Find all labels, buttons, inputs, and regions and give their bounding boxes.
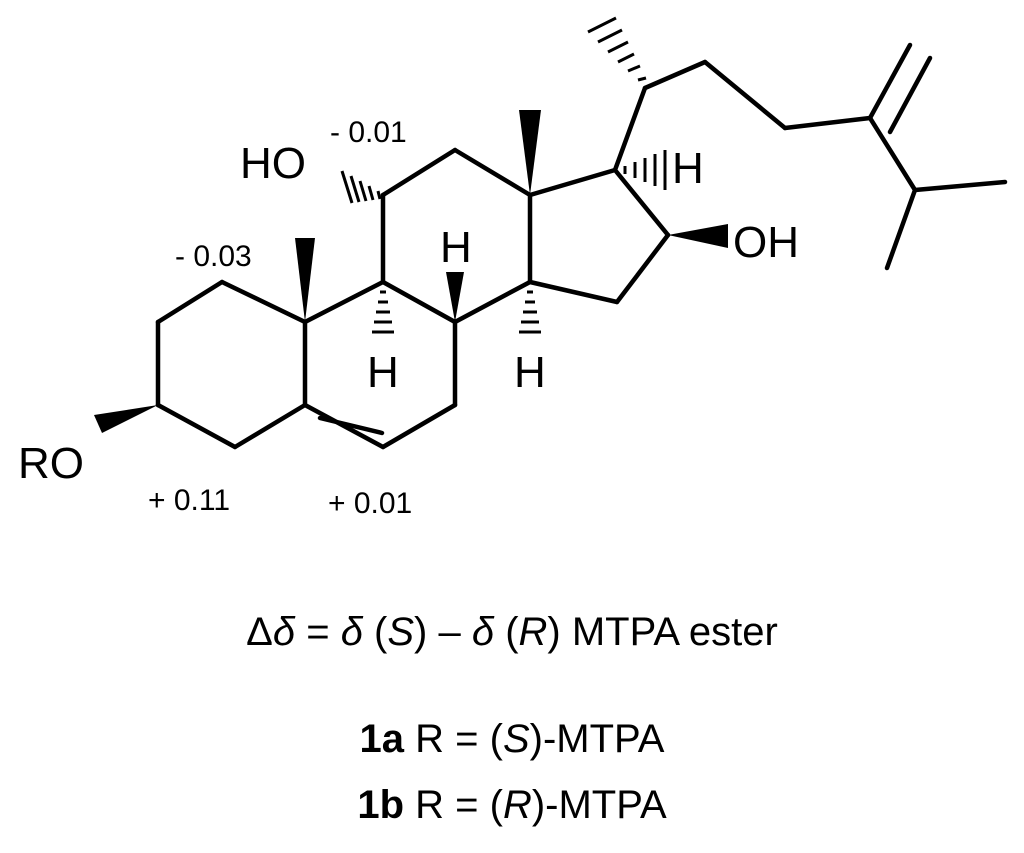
delta-definition-equation: Δδ = δ (S) – δ (R) MTPA ester bbox=[246, 610, 778, 654]
delta-values: - 0.01 - 0.03 + 0.11 + 0.01 bbox=[148, 116, 412, 520]
delta-italic-2: δ bbox=[341, 610, 364, 654]
config-r: R bbox=[519, 610, 548, 654]
atom-label-ho-11: HO bbox=[240, 139, 306, 188]
equation-tail: MTPA ester bbox=[561, 610, 778, 654]
compound-1b-id: 1b bbox=[357, 783, 404, 827]
compound-1b-label: 1b R = (R)-MTPA bbox=[357, 783, 667, 827]
hashed-bonds bbox=[340, 16, 667, 334]
close-paren-2: ) bbox=[547, 610, 560, 654]
atom-label-h-14: H bbox=[514, 348, 546, 397]
skeleton-bonds bbox=[155, 42, 1008, 450]
wedge-bonds bbox=[94, 110, 728, 433]
atom-label-h-9: H bbox=[367, 348, 399, 397]
compound-1a-suffix: )-MTPA bbox=[530, 717, 665, 761]
delta-label-c6: + 0.01 bbox=[328, 487, 412, 520]
atom-labels: HO OH RO H H H H bbox=[18, 139, 799, 488]
delta-italic-1: δ bbox=[273, 610, 296, 654]
compound-1a-prefix: R = ( bbox=[404, 717, 504, 761]
config-s: S bbox=[387, 610, 414, 654]
compound-1b-config: R bbox=[503, 783, 532, 827]
delta-label-c11: - 0.01 bbox=[330, 116, 407, 149]
open-paren-2: ( bbox=[494, 610, 519, 654]
atom-label-h-8: H bbox=[440, 223, 472, 272]
delta-label-c4: + 0.11 bbox=[148, 484, 230, 517]
compound-1a-label: 1a R = (S)-MTPA bbox=[360, 717, 665, 761]
delta-symbol: Δ bbox=[246, 610, 273, 654]
equals-sign: = bbox=[295, 610, 341, 654]
delta-italic-3: δ bbox=[472, 610, 495, 654]
close-paren-1: ) bbox=[414, 610, 427, 654]
compound-1b-prefix: R = ( bbox=[404, 783, 504, 827]
atom-label-oh-16: OH bbox=[733, 218, 799, 267]
delta-label-c1: - 0.03 bbox=[175, 240, 252, 273]
atom-label-h-17: H bbox=[672, 144, 704, 193]
minus-sign: – bbox=[427, 610, 471, 654]
compound-1b-suffix: )-MTPA bbox=[532, 783, 667, 827]
compound-1a-id: 1a bbox=[360, 717, 405, 761]
compound-1a-config: S bbox=[503, 717, 530, 761]
atom-label-ro-3: RO bbox=[18, 439, 84, 488]
open-paren-1: ( bbox=[363, 610, 388, 654]
